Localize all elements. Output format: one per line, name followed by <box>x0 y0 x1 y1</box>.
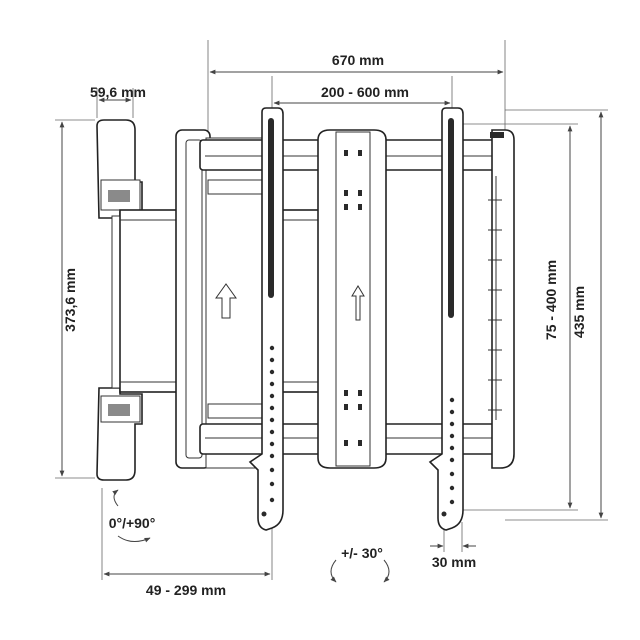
tilt-rotation-arrow-icon <box>112 489 151 543</box>
label-wall-plate-width: 59,6 mm <box>90 84 146 100</box>
label-tilt: 0°/+90° <box>109 515 156 531</box>
center-plate-holes <box>344 150 362 446</box>
right-frame <box>488 129 515 469</box>
label-vesa-vertical: 75 - 400 mm <box>543 260 559 340</box>
vertical-bracket-right <box>428 107 464 531</box>
label-vesa-horizontal: 200 - 600 mm <box>321 84 409 100</box>
label-wall-plate-height: 373,6 mm <box>62 268 78 332</box>
arrow-up-icon-left <box>215 283 237 319</box>
center-mount-plate <box>317 129 387 469</box>
swivel-rotation-arrow-icon <box>330 559 390 583</box>
left-bracket-holes <box>261 345 275 517</box>
dimension-lines <box>59 69 604 577</box>
label-overall-height: 435 mm <box>571 286 587 338</box>
label-swivel: +/- 30° <box>341 545 383 561</box>
right-bracket-holes <box>441 397 455 517</box>
vertical-bracket-left <box>248 107 284 531</box>
extension-lines <box>55 40 608 580</box>
arrow-up-icon <box>351 285 365 321</box>
label-overall-width: 670 mm <box>332 52 384 68</box>
right-frame-ladder <box>488 199 502 411</box>
label-arm-depth: 49 - 299 mm <box>146 582 226 598</box>
wall-plate <box>96 119 143 481</box>
label-bracket-offset: 30 mm <box>432 554 476 570</box>
